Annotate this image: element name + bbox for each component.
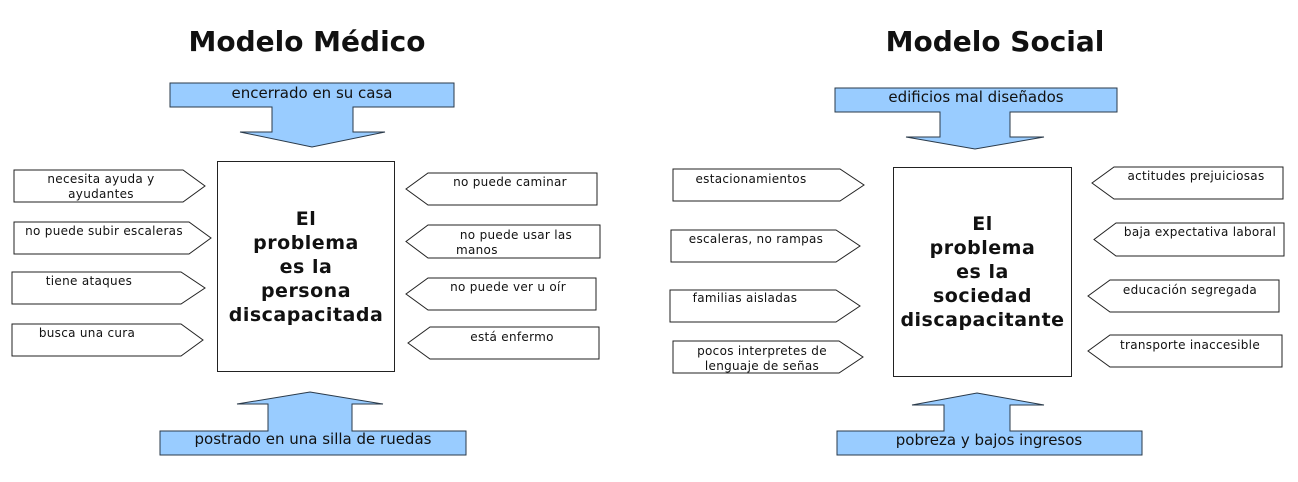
medical-right-tag-shape (405, 277, 597, 311)
medical-right-tag: no puede caminar (424, 175, 596, 190)
tag-line: busca una cura (38, 326, 136, 340)
social-left-tag-shape (672, 168, 865, 202)
social-bottom-arrow (836, 392, 1143, 456)
tag-line: familias aisladas (692, 291, 798, 305)
tag-line: transporte inaccesible (1119, 338, 1261, 352)
medical-left-tag: necesita ayuda y ayudantes (14, 172, 188, 202)
social-left-tag-shape (672, 340, 864, 374)
social-model-title: Modelo Social (885, 25, 1105, 58)
medical-right-tag: no puede ver u oír (420, 280, 596, 295)
social-left-tag: estacionamientos (676, 172, 826, 187)
social-right-tag-shape (1087, 334, 1283, 368)
medical-left-tag: tiene ataques (14, 274, 164, 289)
social-center-box: El problema es la sociedad discapacitant… (893, 167, 1072, 377)
tag-line: ayudantes (68, 187, 134, 201)
medical-left-tag: no puede subir escaleras (14, 224, 194, 239)
medical-left-tag-shape (13, 169, 206, 203)
medical-right-tag-shape (407, 326, 600, 360)
medical-bottom-arrow (159, 391, 467, 456)
social-right-tag: actitudes prejuiciosas (1110, 169, 1282, 184)
social-right-tag-shape (1093, 222, 1285, 257)
center-line: discapacitante (900, 309, 1065, 331)
center-line: sociedad (932, 285, 1033, 307)
tag-line: no puede ver u oír (450, 280, 566, 294)
tag-line: tiene ataques (45, 274, 133, 288)
medical-left-tag-shape (11, 323, 204, 357)
medical-bottom-arrow-label: postrado en una silla de ruedas (194, 430, 432, 448)
social-left-tag-shape (669, 289, 861, 323)
social-top-arrow-label: edificios mal diseñados (888, 88, 1064, 106)
medical-center-box: El problema es la persona discapacitada (217, 161, 395, 372)
center-line: es la (279, 255, 333, 278)
center-line: persona (260, 279, 352, 302)
social-center-text: El problema es la sociedad discapacitant… (900, 212, 1064, 332)
center-line: problema (929, 237, 1036, 259)
medical-left-tag: busca una cura (14, 326, 160, 341)
social-right-tag: transporte inaccesible (1104, 338, 1276, 353)
tag-line: no puede caminar (453, 175, 567, 189)
social-right-tag: baja expectativa laboral (1112, 225, 1288, 240)
medical-right-tag: está enfermo (424, 330, 600, 345)
center-line: es la (956, 261, 1009, 283)
social-right-tag-shape (1091, 166, 1284, 200)
tag-line: estacionamientos (695, 172, 807, 186)
tag-line: pocos interpretes de (697, 344, 827, 358)
tag-line: necesita ayuda y (47, 172, 155, 186)
tag-line: está enfermo (470, 330, 554, 344)
center-line: El (972, 213, 993, 235)
social-left-tag-shape (670, 229, 861, 263)
social-right-tag-shape (1087, 279, 1280, 313)
social-left-tag: pocos interpretes de lenguaje de señas (680, 344, 844, 374)
tag-line: actitudes prejuiciosas (1127, 169, 1265, 183)
tag-line: no puede subir escaleras (25, 224, 183, 238)
center-line: discapacitada (228, 303, 384, 326)
tag-line: no puede usar las (459, 228, 573, 242)
tag-line: baja expectativa laboral (1123, 225, 1277, 239)
social-right-tag: educación segregada (1104, 283, 1276, 298)
social-left-tag: escaleras, no rampas (676, 232, 836, 247)
social-top-arrow (834, 87, 1118, 150)
medical-right-tag: no puede usar las manos (430, 228, 602, 258)
tag-line: escaleras, no rampas (688, 232, 824, 246)
medical-top-arrow (169, 82, 455, 148)
medical-model-title: Modelo Médico (188, 25, 426, 58)
tag-line: educación segregada (1122, 283, 1258, 297)
tag-line: manos (456, 243, 498, 257)
center-line: El (295, 207, 317, 230)
medical-right-tag-shape (405, 172, 598, 206)
medical-left-tag-shape (13, 221, 212, 255)
tag-line: lenguaje de señas (704, 359, 820, 373)
medical-center-text: El problema es la persona discapacitada (229, 207, 384, 327)
medical-top-arrow-label: encerrado en su casa (231, 84, 393, 102)
medical-right-tag-shape (405, 224, 601, 259)
medical-left-tag-shape (11, 271, 206, 305)
center-line: problema (253, 231, 359, 254)
social-bottom-arrow-label: pobreza y bajos ingresos (895, 431, 1083, 449)
social-left-tag: familias aisladas (672, 291, 818, 306)
